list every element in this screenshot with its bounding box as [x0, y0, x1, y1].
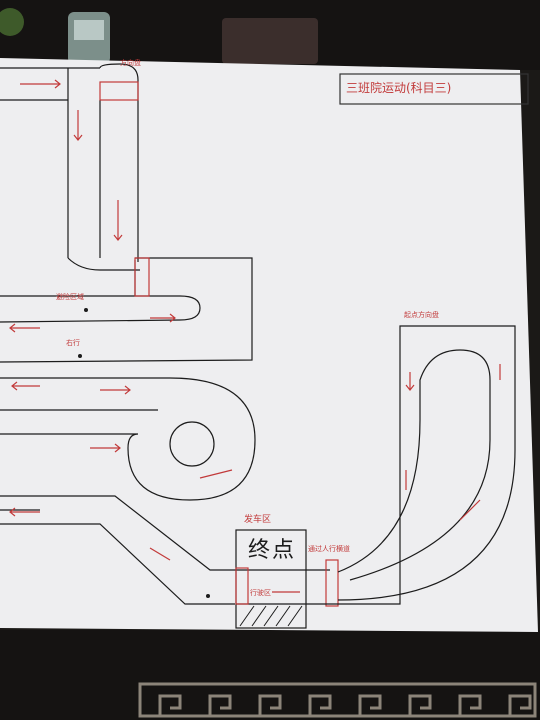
hatched-block-mid	[134, 257, 150, 297]
jar-object	[222, 18, 318, 64]
label-bottom-mid: 行驶区	[250, 589, 271, 597]
paper-sheet	[0, 58, 538, 632]
roundabout-island	[169, 421, 215, 467]
label-left-mid: 避险区域	[56, 293, 84, 301]
road-vertical-top	[0, 67, 100, 258]
label-top-left-box: 方向盘	[120, 59, 141, 67]
label-bottom-right: 通过人行横道	[308, 545, 350, 553]
carpet-pattern	[138, 682, 537, 718]
label-top-right-curve: 起点方向盘	[404, 311, 439, 319]
road-diagonal-bottom	[0, 495, 330, 605]
hatched-block-top	[99, 81, 139, 101]
plant-leaf	[0, 8, 24, 36]
road-roundabout	[0, 377, 256, 501]
road-u-turn	[0, 257, 253, 363]
road-right-u	[330, 325, 516, 605]
start-area-big-text: 终点	[248, 538, 297, 563]
bottle-label	[74, 20, 104, 40]
hatched-floor	[239, 605, 303, 627]
title-text: 三班院运动(科目三)	[346, 81, 452, 95]
start-area-label: 发车区	[244, 515, 272, 525]
title-box	[339, 73, 529, 105]
label-left-mid2: 右行	[66, 339, 80, 347]
